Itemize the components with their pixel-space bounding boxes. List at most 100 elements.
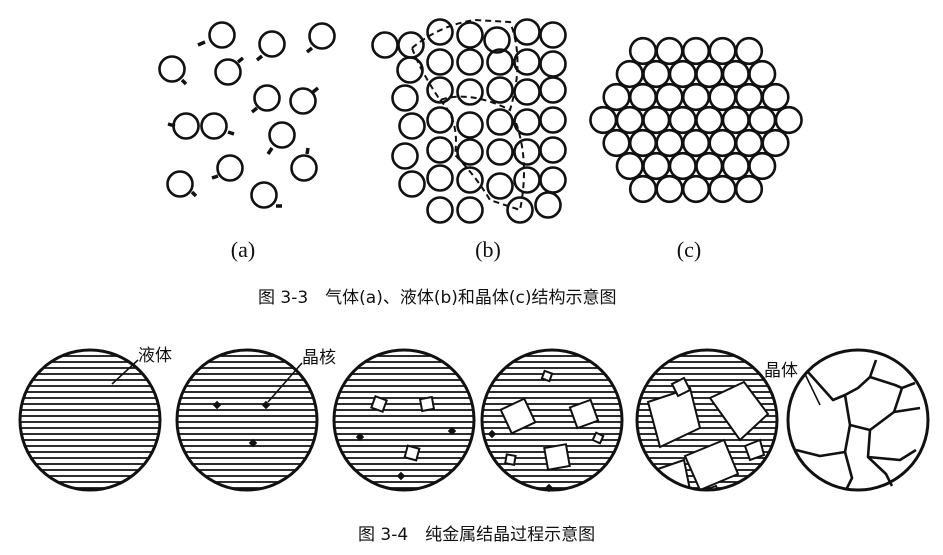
molecule-motion-tick [168,124,175,126]
crystal-atom [749,107,775,133]
crystal-atom [604,84,630,110]
liquid-molecule [373,33,398,58]
crystal-structure-panel [590,38,801,202]
crystallization-stage-growth-mid [480,350,624,492]
molecule-motion-tick [268,148,272,154]
liquid-molecule [488,174,513,199]
liquid-molecule [428,166,453,191]
crystallization-stage-nucleation [175,350,319,490]
molecule-motion-tick [192,192,196,196]
crystal-atom [736,176,762,202]
gas-molecule [160,57,185,82]
liquid-molecule [458,50,483,75]
liquid-molecule [515,20,540,45]
liquid-structure-panel [373,20,566,223]
crystal-atom [670,61,696,87]
liquid-molecule [428,198,453,223]
gas-structure-panel [160,23,335,208]
crystal-atom [617,61,643,87]
gas-molecule [260,32,285,57]
gas-molecule [168,172,193,197]
crystal-atom [710,38,736,64]
crystal-atom [696,153,722,179]
gas-molecule [202,114,227,139]
gas-molecule [255,86,280,111]
crystal-atom [736,38,762,64]
liquid-molecule [515,80,540,105]
liquid-molecule [458,198,483,223]
crystal-atom [723,153,749,179]
liquid-molecule [488,110,513,135]
liquid-molecule [458,113,483,138]
gas-molecule [291,89,316,114]
molecule-motion-tick [198,42,205,45]
liquid-molecule [393,144,418,169]
molecule-motion-tick [257,56,262,60]
liquid-molecule [515,168,540,193]
gas-molecule [174,114,199,139]
crystal-atom [696,61,722,87]
liquid-molecule [541,108,566,133]
liquid-molecule [458,23,483,48]
crystal-atom [710,130,736,156]
molecule-motion-tick [238,58,243,62]
liquid-molecule [536,193,561,218]
liquid-molecule [428,78,453,103]
crystal-atom [670,153,696,179]
crystal-atom [630,130,656,156]
crystal-atom [696,107,722,133]
liquid-molecule [541,168,566,193]
crystallization-stage-growth-late [635,350,779,506]
crystal-atom [657,38,683,64]
crystal-atom [630,38,656,64]
liquid-molecule [458,140,483,165]
crystal-atom [604,130,630,156]
molecule-motion-tick [313,88,318,92]
crystal-atom [749,61,775,87]
liquid-annotation: 液体 [138,341,172,366]
crystal-atom [683,130,709,156]
liquid-molecule [541,138,566,163]
liquid-molecule [515,110,540,135]
crystal-atom [657,84,683,110]
crystal-atom [630,176,656,202]
crystallization-stage-growth-early [332,350,476,490]
crystal-atom [710,84,736,110]
crystal-atom [617,107,643,133]
panel-label-b: (b) [458,237,518,263]
molecule-motion-tick [212,176,218,178]
crystal-atom [736,84,762,110]
crystal-atom [710,176,736,202]
liquid-molecule [541,52,566,77]
liquid-molecule [488,140,513,165]
crystallization-stage-crystal [788,350,928,490]
liquid-molecule [541,78,566,103]
liquid-molecule [428,50,453,75]
crystal-atom [763,130,789,156]
liquid-molecule [393,86,418,111]
crystal-atom [683,176,709,202]
gas-molecule [216,60,241,85]
crystallization-stage-liquid [18,350,162,490]
gas-molecule [292,156,317,181]
crystal-atom [723,107,749,133]
liquid-molecule [400,114,425,139]
liquid-molecule [458,80,483,105]
molecule-motion-tick [228,132,234,134]
crystal-atom [643,61,669,87]
crystal-atom [763,84,789,110]
crystal-atom [643,153,669,179]
crystal-atom [776,107,802,133]
crystal-annotation: 晶体 [764,356,798,381]
liquid-molecule [508,198,533,223]
crystal-atom [683,84,709,110]
gas-molecule [252,183,277,208]
crystal-atom [670,107,696,133]
molecule-motion-tick [307,148,308,154]
figure-3-4-caption: 图 3-4 纯金属结晶过程示意图 [358,520,595,545]
crystal-atom [657,130,683,156]
figure-3-3-caption: 图 3-3 气体(a)、液体(b)和晶体(c)结构示意图 [258,283,617,308]
crystal-atom [630,84,656,110]
crystal-atom [749,153,775,179]
